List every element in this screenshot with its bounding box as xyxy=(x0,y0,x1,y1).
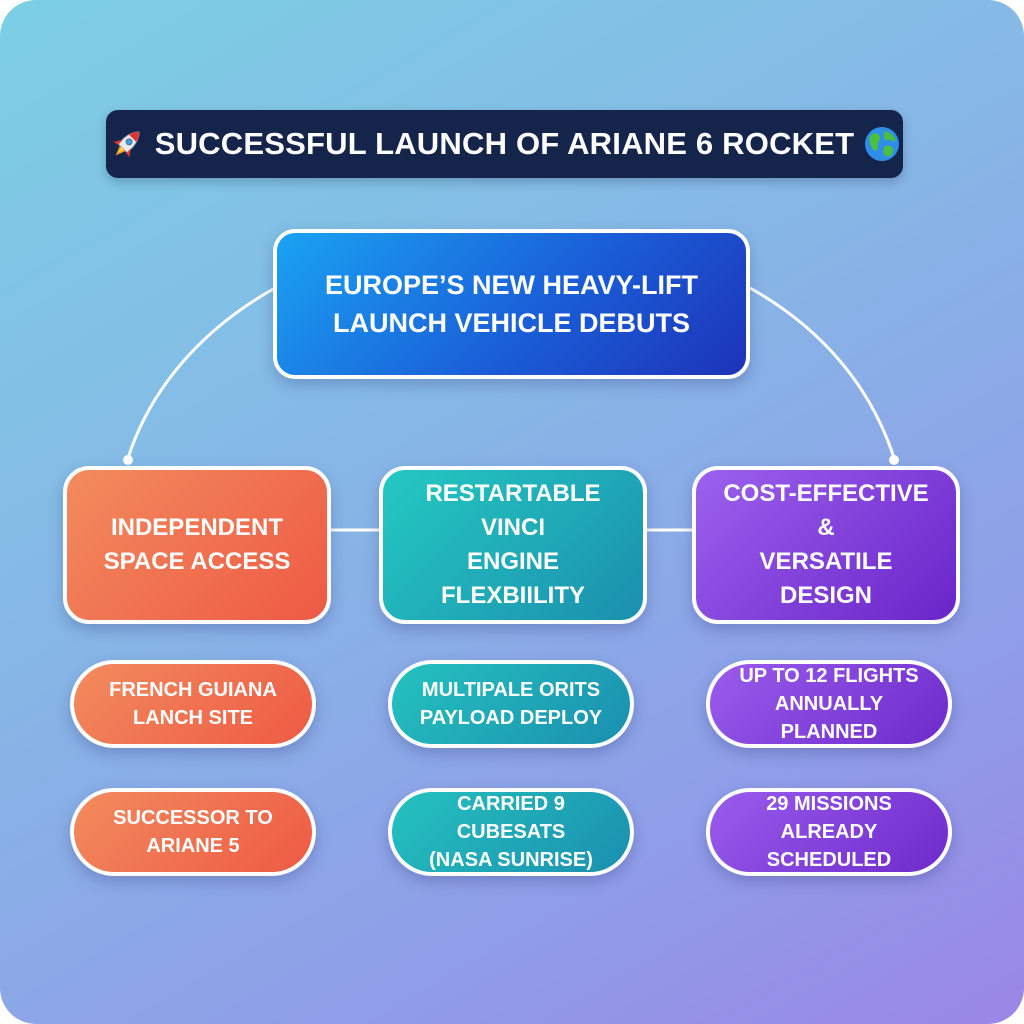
main-topic-line2: LAUNCH VEHICLE DEBUTS xyxy=(332,308,690,338)
branch-label-line1: COST-EFFECTIVE & xyxy=(723,480,929,541)
detail-line1: SUCCESSOR TO xyxy=(113,807,273,829)
detail-pill-cubesats: CARRIED 9 CUBESATS (NASA SUNRISE) xyxy=(388,788,634,876)
detail-line1: MULTIPALE ORITS xyxy=(421,679,601,701)
detail-line2: ARIANE 5 xyxy=(146,835,240,857)
main-topic-box: EUROPE’S NEW HEAVY-LIFT LAUNCH VEHICLE D… xyxy=(273,229,750,379)
detail-pill-flights-annually: UP TO 12 FLIGHTS ANNUALLY PLANNED xyxy=(706,660,952,748)
branch-label-line2: SPACE ACCESS xyxy=(103,548,291,575)
detail-line1: CARRIED 9 CUBESATS xyxy=(456,793,566,843)
main-topic-line1: EUROPE’S NEW HEAVY-LIFT xyxy=(324,270,699,300)
detail-line1: FRENCH GUIANA xyxy=(109,679,277,701)
detail-pill-launch-site: FRENCH GUIANA LANCH SITE xyxy=(70,660,316,748)
branch-label-line1: INDEPENDENT xyxy=(110,514,283,541)
title-text: SUCCESSFUL LAUNCH OF ARIANE 6 ROCKET xyxy=(154,126,855,161)
connector-dot-right xyxy=(889,455,899,465)
detail-pill-payload-deploy: MULTIPALE ORITS PAYLOAD DEPLOY xyxy=(388,660,634,748)
detail-line1: UP TO 12 FLIGHTS xyxy=(739,665,919,687)
globe-icon xyxy=(862,124,902,164)
detail-line2: LANCH SITE xyxy=(133,707,253,729)
title-banner: SUCCESSFUL LAUNCH OF ARIANE 6 ROCKET xyxy=(106,110,903,178)
detail-line2: ANNUALLY PLANNED xyxy=(774,693,884,743)
detail-line2: PAYLOAD DEPLOY xyxy=(419,707,603,729)
connector-main-to-right xyxy=(749,286,896,459)
branch-label-line2: VERSATILE DESIGN xyxy=(759,548,893,609)
detail-line2: ALREADY SCHEDULED xyxy=(766,821,892,871)
branch-box-vinci-engine: RESTARTABLE VINCI ENGINE FLEXBIILITY xyxy=(379,466,647,624)
detail-pill-missions-scheduled: 29 MISSIONS ALREADY SCHEDULED xyxy=(706,788,952,876)
branch-label-line2: ENGINE FLEXBIILITY xyxy=(441,548,585,609)
connector-dot-left xyxy=(123,455,133,465)
rocket-icon xyxy=(107,124,147,164)
detail-line2: (NASA SUNRISE) xyxy=(429,849,593,871)
branch-box-independent-access: INDEPENDENT SPACE ACCESS xyxy=(63,466,331,624)
detail-line1: 29 MISSIONS xyxy=(766,793,892,815)
branch-box-cost-effective: COST-EFFECTIVE & VERSATILE DESIGN xyxy=(692,466,960,624)
connector-main-to-left xyxy=(126,286,276,459)
detail-pill-successor: SUCCESSOR TO ARIANE 5 xyxy=(70,788,316,876)
branch-label-line1: RESTARTABLE VINCI xyxy=(425,480,601,541)
